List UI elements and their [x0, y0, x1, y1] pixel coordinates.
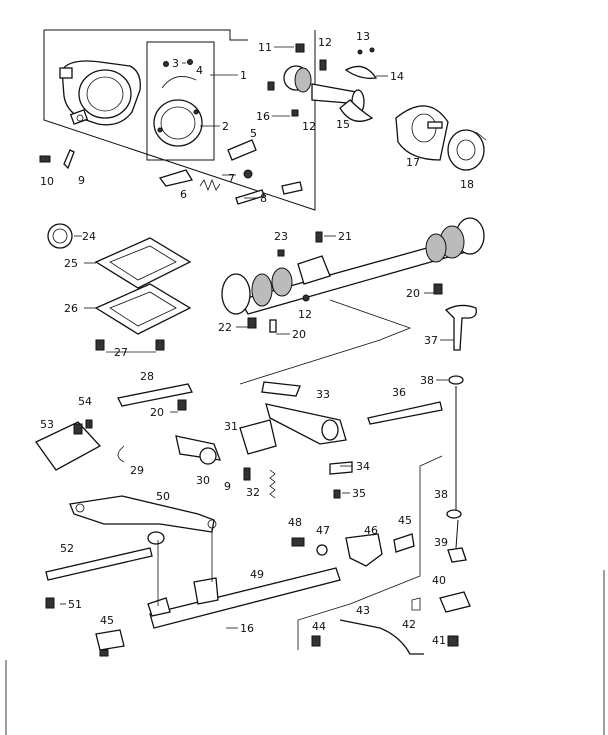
callout-53: 53	[40, 418, 54, 431]
callout-18: 18	[460, 178, 474, 191]
callout-47: 47	[316, 524, 330, 537]
hook-ring-plate	[153, 99, 203, 147]
callout-43: 43	[356, 604, 370, 617]
callout-7: 7	[228, 172, 235, 185]
hook-assembly-group	[39, 29, 316, 211]
feed-linkage-assembly	[35, 381, 443, 657]
callout-30: 30	[196, 474, 210, 487]
callout-38b: 38	[434, 488, 448, 501]
callout-42: 42	[402, 618, 416, 631]
callout-41: 41	[432, 634, 446, 647]
callout-36: 36	[392, 386, 406, 399]
callout-20c: 20	[150, 406, 164, 419]
callout-35: 35	[352, 487, 366, 500]
callout-38a: 38	[420, 374, 434, 387]
callout-50: 50	[156, 490, 170, 503]
callout-20b: 20	[292, 328, 306, 341]
main-shaft-assembly	[47, 217, 485, 385]
callout-44: 44	[312, 620, 326, 633]
callout-32: 32	[246, 486, 260, 499]
callout-27: 27	[114, 346, 128, 359]
callout-3: 3	[172, 57, 179, 70]
callout-12c: 12	[298, 308, 312, 321]
callout-20a: 20	[406, 287, 420, 300]
callout-15: 15	[336, 118, 350, 131]
callout-22: 22	[218, 321, 232, 334]
bobbin-case-housing	[59, 60, 141, 126]
callout-29: 29	[130, 464, 144, 477]
callout-52: 52	[60, 542, 74, 555]
callout-40: 40	[432, 574, 446, 587]
callout-1: 1	[240, 69, 247, 82]
callout-39: 39	[434, 536, 448, 549]
callout-9b: 9	[224, 480, 231, 493]
callout-48: 48	[288, 516, 302, 529]
callout-14: 14	[390, 70, 404, 83]
hook-drive-assembly	[267, 43, 487, 171]
callout-5: 5	[250, 127, 257, 140]
callout-23: 23	[274, 230, 288, 243]
callout-45b: 45	[100, 614, 114, 627]
callout-51: 51	[68, 598, 82, 611]
callout-21: 21	[338, 230, 352, 243]
callout-12b: 12	[302, 120, 316, 133]
callout-26: 26	[64, 302, 78, 315]
callout-54: 54	[78, 395, 92, 408]
callout-6: 6	[180, 188, 187, 201]
callout-4: 4	[196, 64, 203, 77]
callout-16a: 16	[256, 110, 270, 123]
callout-12a: 12	[318, 36, 332, 49]
callout-37: 37	[424, 334, 438, 347]
callout-labels: 1 2 3 4 5 6 7 8 9 10 11 12 12 13 14 15 1…	[40, 30, 474, 647]
spring-part-7	[199, 169, 253, 192]
callout-45a: 45	[398, 514, 412, 527]
callout-28: 28	[140, 370, 154, 383]
callout-8: 8	[260, 192, 267, 205]
callout-16b: 16	[240, 622, 254, 635]
callout-9a: 9	[78, 174, 85, 187]
callout-25: 25	[64, 257, 78, 270]
callout-13: 13	[356, 30, 370, 43]
callout-17: 17	[406, 156, 420, 169]
callout-33: 33	[316, 388, 330, 401]
callout-46: 46	[364, 524, 378, 537]
presser-rod-assembly	[297, 304, 477, 655]
callout-2: 2	[222, 120, 229, 133]
callout-49: 49	[250, 568, 264, 581]
callout-10: 10	[40, 175, 54, 188]
callout-leaders	[60, 46, 454, 629]
callout-24: 24	[82, 230, 96, 243]
callout-34: 34	[356, 460, 370, 473]
callout-11: 11	[258, 41, 272, 54]
callout-31: 31	[224, 420, 238, 433]
